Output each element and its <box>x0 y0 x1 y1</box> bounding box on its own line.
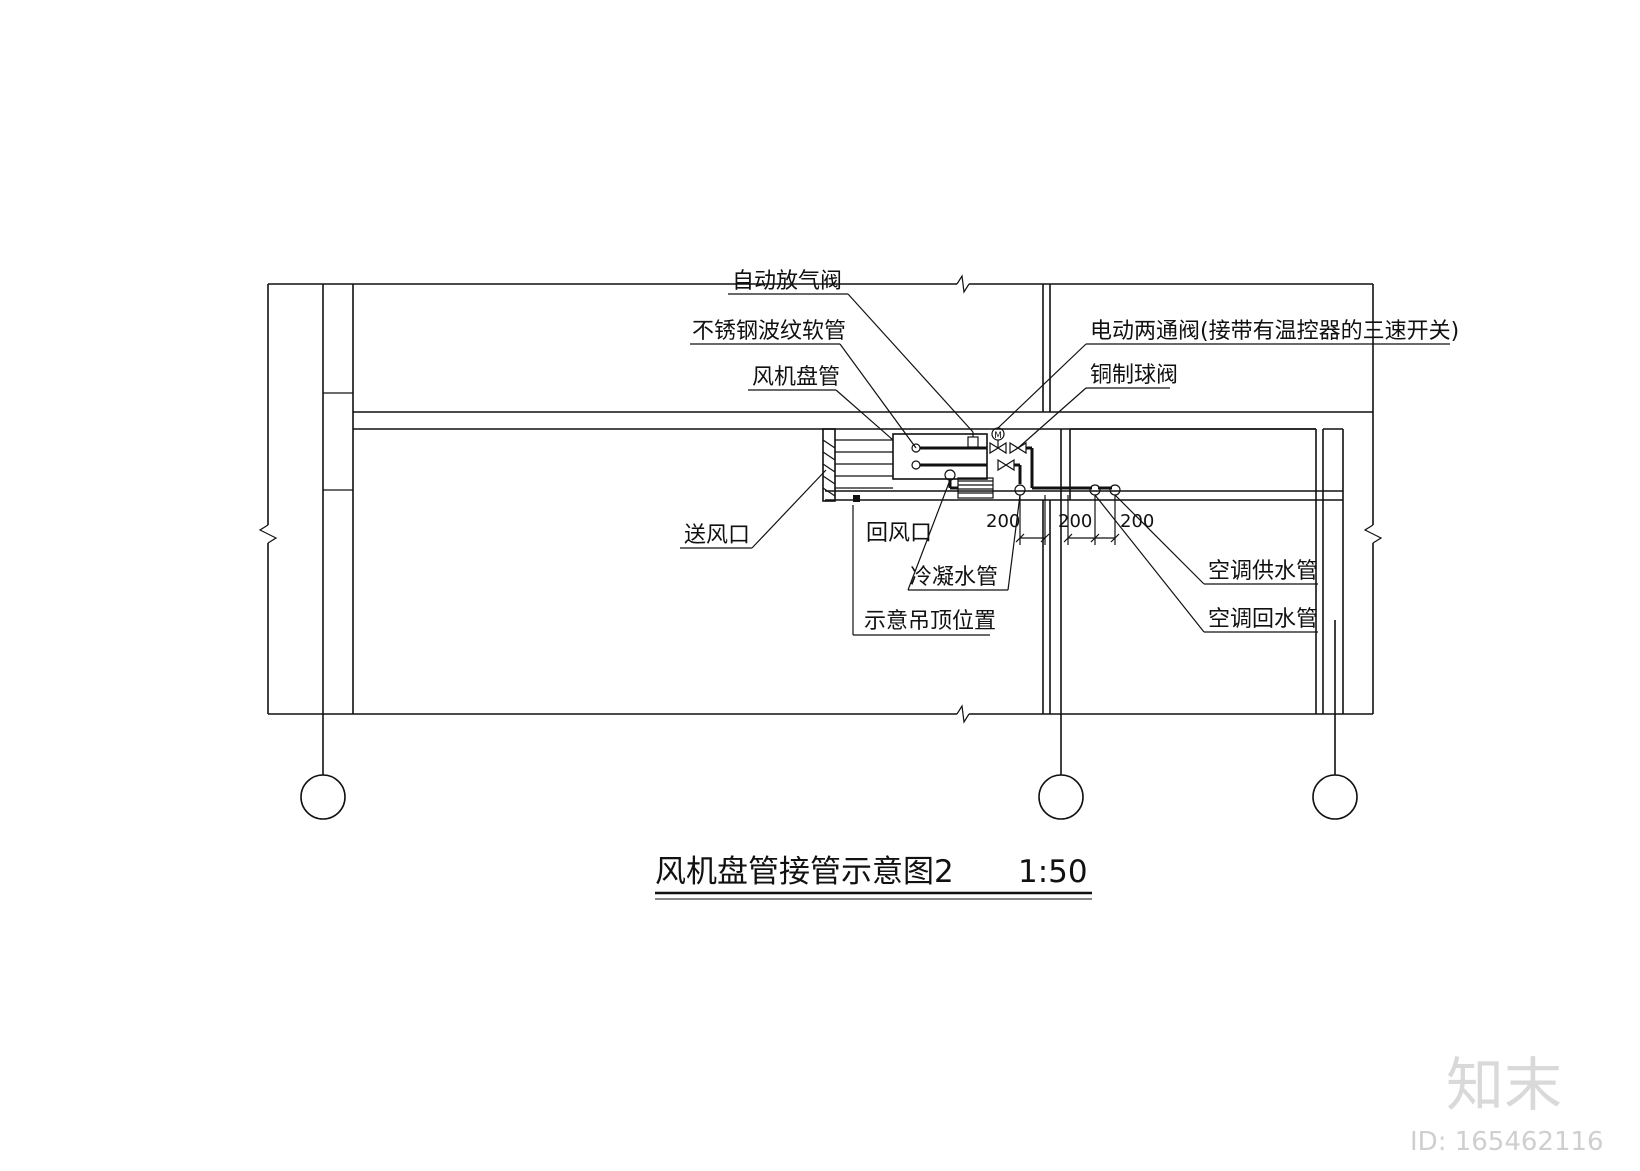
dimension-1: 200 <box>986 511 1020 532</box>
return-air-inlet-symbol <box>853 495 860 502</box>
motorized-valve-label: M <box>994 431 1002 441</box>
dimension-lines <box>1015 495 1120 545</box>
middle-column <box>1038 284 1084 820</box>
label-copper-ball-valve: 铜制球阀 <box>1090 363 1178 388</box>
watermark-id: ID: 165462116 <box>1410 1127 1604 1157</box>
label-return-air-inlet: 回风口 <box>866 521 932 546</box>
label-electric-two-way-valve: 电动两通阀(接带有温控器的三速开关) <box>1090 319 1459 344</box>
leader-lines <box>680 293 1450 636</box>
dimension-2: 200 <box>1058 511 1092 532</box>
label-auto-air-vent: 自动放气阀 <box>732 269 842 294</box>
label-fan-coil: 风机盘管 <box>752 365 840 390</box>
beam <box>353 411 1373 500</box>
dimension-3: 200 <box>1120 511 1154 532</box>
drawing-title: 风机盘管接管示意图2 <box>655 854 954 890</box>
label-ac-supply-pipe: 空调供水管 <box>1208 559 1318 584</box>
fan-coil-unit <box>892 432 994 499</box>
watermark-brand: 知末 <box>1446 1051 1562 1119</box>
label-condensate-pipe: 冷凝水管 <box>910 565 998 590</box>
label-stainless-hose: 不锈钢波纹软管 <box>692 319 846 344</box>
label-ceiling-position: 示意吊顶位置 <box>864 609 996 634</box>
supply-air-outlet-symbol <box>822 428 893 502</box>
drawing-scale: 1:50 <box>1018 854 1088 890</box>
building-outline <box>258 274 1383 724</box>
label-supply-air-outlet: 送风口 <box>684 523 750 548</box>
ceiling-line <box>825 490 1343 501</box>
label-ac-return-pipe: 空调回水管 <box>1208 607 1318 632</box>
right-column <box>1312 428 1358 820</box>
left-column <box>300 284 354 820</box>
